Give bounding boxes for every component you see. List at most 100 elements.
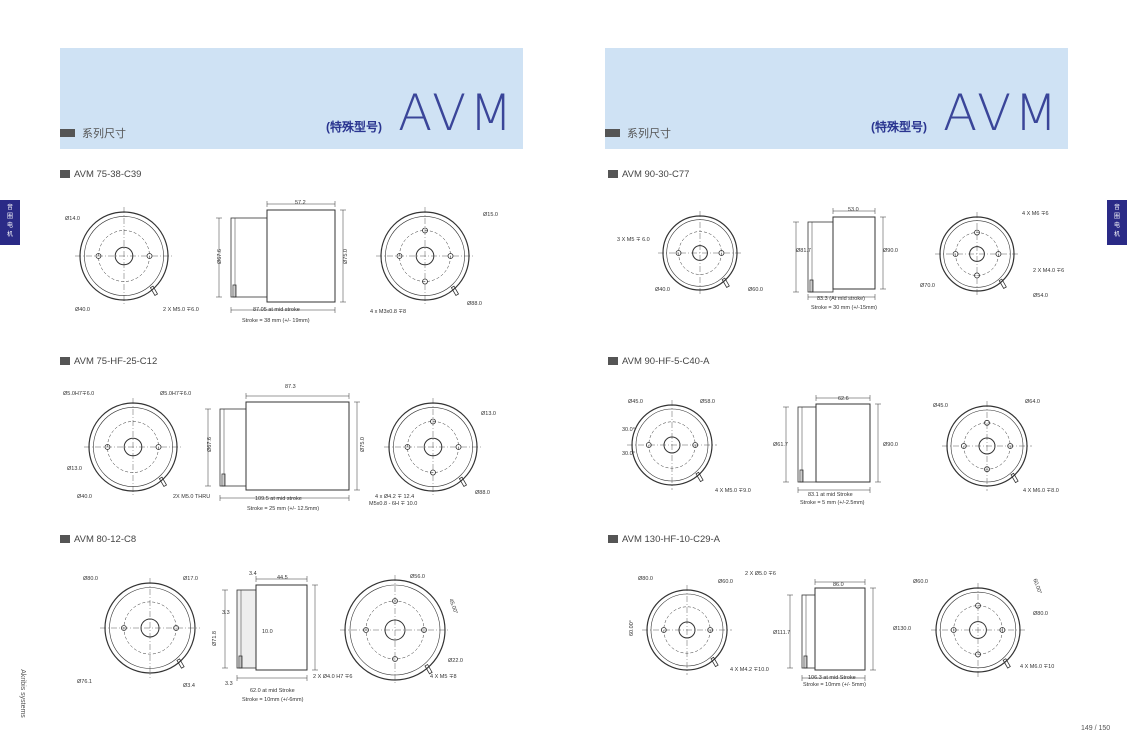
- dimension-label: Ø13.0: [67, 466, 82, 472]
- back-view-mount-hole: [455, 444, 462, 450]
- back-view-mount-hole: [422, 227, 428, 234]
- dimension-label: 62.0 at mid Stroke: [250, 688, 295, 694]
- back-view-mount-hole: [984, 466, 990, 473]
- back-view-cable-stub: [458, 476, 468, 488]
- front-view-mount-hole: [692, 442, 699, 448]
- back-view-mount-hole: [952, 251, 959, 257]
- dimension-label: Ø56.0: [410, 574, 425, 580]
- tab-char: 电: [6, 223, 13, 229]
- back-view-cable-stub: [998, 278, 1007, 289]
- product-name: AVM 75-38-C39: [74, 169, 142, 180]
- front-view-cable-stub: [721, 277, 730, 288]
- dimension-label: 87.3: [285, 384, 296, 390]
- side-view-housing: [815, 403, 871, 483]
- dimension-label: 83.3 (At mid stroke): [817, 296, 865, 302]
- front-view-mount-hole: [146, 253, 153, 259]
- dimension-label: Ø90.0: [883, 248, 898, 254]
- dimension-label: Ø45.0: [628, 399, 643, 405]
- side-view-connector: [803, 655, 808, 669]
- subtitle: (特殊型号): [326, 120, 382, 134]
- dimension-label: 3 X M5 ∓ 6.0: [617, 237, 650, 243]
- dimension-label: 2X M5.0 THRU: [173, 494, 211, 500]
- side-tab-right[interactable]: 音 圈 电 机: [1107, 200, 1127, 245]
- section-title: 系列尺寸: [627, 128, 671, 140]
- series-title: AVM: [943, 84, 1061, 142]
- dimension-label: Ø111.7: [773, 630, 791, 636]
- dimension-label: Ø90.0: [883, 442, 898, 448]
- back-view-ring: [939, 591, 1017, 669]
- back-view-mount-hole: [392, 656, 398, 662]
- product-heading: AVM 90-HF-5-C40-A: [608, 356, 709, 367]
- back-view-mount-hole: [974, 229, 980, 236]
- tab-char: 机: [1113, 232, 1120, 238]
- side-view-connector: [809, 279, 814, 293]
- side-view-connector: [799, 469, 804, 483]
- side-tab-left[interactable]: 音 圈 电 机: [0, 200, 20, 245]
- dimension-label: Ø88.0: [467, 301, 482, 307]
- back-view-mount-hole: [950, 627, 957, 633]
- dimension-label: Ø88.0: [475, 490, 490, 496]
- dimension-label: Ø60.0: [718, 579, 733, 585]
- dimension-label: 87.05 at mid stroke: [253, 307, 300, 313]
- dimension-label: 10.0: [262, 629, 273, 635]
- dimension-label: 83.1 at mid Stroke: [808, 492, 853, 498]
- dimension-label: Stroke = 38 mm (+/- 19mm): [242, 318, 310, 324]
- back-view-mount-hole: [396, 253, 403, 259]
- dimension-label: Ø60.0: [748, 287, 763, 293]
- front-view-mount-hole: [95, 253, 102, 259]
- front-view-cable-stub: [149, 285, 159, 297]
- product-heading: AVM 75-38-C39: [60, 169, 141, 180]
- back-view-bolt-circle: [955, 232, 999, 276]
- dimension-label: Ø71.8: [212, 631, 218, 646]
- dimension-label: Ø80.0: [83, 576, 98, 582]
- front-view-mount-hole: [121, 625, 127, 631]
- back-view-cable-stub: [424, 663, 433, 675]
- back-view-mount-hole: [422, 278, 428, 285]
- dimension-label: Ø45.0: [933, 403, 948, 409]
- product-name: AVM 90-HF-5-C40-A: [622, 356, 710, 367]
- dimension-label: Stroke = 5 mm (+/-2.5mm): [800, 500, 865, 506]
- dimension-label: Ø40.0: [655, 287, 670, 293]
- dimension-label: Ø3.4: [183, 683, 195, 689]
- tab-char: 电: [1113, 223, 1120, 229]
- product-heading: AVM 80-12-C8: [60, 534, 136, 545]
- dimension-label: 4 X M5 ∓8: [430, 674, 457, 680]
- dimension-label: Ø5.0H7∓6.0: [63, 391, 95, 397]
- back-view-mount-hole: [984, 419, 990, 426]
- front-view-mount-hole: [645, 442, 652, 448]
- dimension-label: 30.0°: [622, 451, 635, 457]
- right-header-banner: 系列尺寸 (特殊型号) AVM: [605, 48, 1068, 149]
- front-view-cable-stub: [158, 476, 168, 488]
- dimension-label: Ø60.0: [913, 579, 928, 585]
- section-title: 系列尺寸: [82, 128, 126, 140]
- dimension-label: Ø54.0: [1033, 293, 1048, 299]
- dimension-label: 3.3: [222, 610, 230, 616]
- product-name: AVM 130-HF-10-C29-A: [622, 534, 721, 545]
- section-marker: [60, 129, 75, 137]
- back-view-mount-hole: [421, 627, 427, 633]
- dimension-label: Ø15.0: [483, 212, 498, 218]
- dimension-label: 4 x M3x0.8 ∓8: [370, 309, 407, 315]
- front-view-cable-stub: [710, 656, 719, 668]
- side-view-housing: [266, 209, 336, 303]
- back-view-cable-stub: [450, 285, 460, 297]
- product-heading: AVM 90-30-C77: [608, 169, 689, 180]
- front-view-mount-hole: [104, 444, 111, 450]
- dimension-label: Stroke = 10mm (+/- 5mm): [803, 682, 866, 688]
- product-heading: AVM 75-HF-25-C12: [60, 356, 157, 367]
- dimension-label: 4 X M6 ∓6: [1022, 211, 1049, 217]
- back-view-mount-hole: [995, 251, 1002, 257]
- back-view-mount-hole: [363, 627, 369, 633]
- side-view-connector: [232, 284, 237, 298]
- dimension-label: Ø70.0: [920, 283, 935, 289]
- dimension-label: Ø80.0: [638, 576, 653, 582]
- dimension-label: 4 X M5.0 ∓9.0: [715, 488, 751, 494]
- dimension-label: 62.6: [838, 396, 849, 402]
- dimension-label: Ø22.0: [448, 658, 463, 664]
- dimension-label: Ø61.7: [773, 442, 788, 448]
- dimension-label: 44.5: [277, 575, 288, 581]
- back-view-cable-stub: [1010, 472, 1019, 484]
- dimension-label: 2 X Ø5.0 ∓6: [745, 571, 776, 577]
- subtitle: (特殊型号): [871, 120, 927, 134]
